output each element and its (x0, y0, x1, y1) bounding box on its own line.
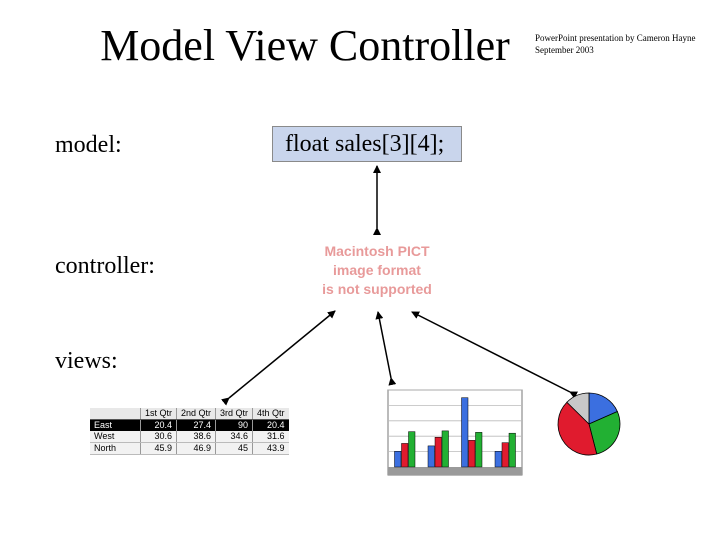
table-cell: 31.6 (252, 431, 289, 443)
pict-line-2: image format (333, 262, 421, 278)
table-cell: 27.4 (176, 419, 216, 431)
controller-table-arrow (221, 310, 336, 406)
controller-image-placeholder: Macintosh PICT image format is not suppo… (306, 242, 448, 299)
controller-pie-arrow (411, 311, 579, 399)
controller-label: controller: (55, 253, 155, 279)
table-cell: 46.9 (176, 442, 216, 455)
table-row-name: North (90, 442, 141, 455)
credit-text: PowerPoint presentation by Cameron Hayne… (535, 32, 715, 56)
bar (508, 432, 516, 468)
model-code-box: float sales[3][4]; (272, 126, 462, 162)
bar (434, 437, 442, 468)
table-cell: 20.4 (139, 419, 177, 431)
bar (441, 430, 449, 468)
table-cell: 38.6 (176, 431, 216, 443)
table-cell: 20.4 (252, 419, 289, 431)
table-row-name: East (90, 419, 141, 431)
credit-author: PowerPoint presentation by Cameron Hayne (535, 33, 696, 43)
bar-chart-view (387, 389, 523, 476)
table-header: 3rd Qtr (215, 408, 253, 420)
table-row: East 20.4 27.4 90 20.4 (90, 419, 289, 431)
pie-slice (557, 401, 598, 456)
table-cell: 30.6 (139, 431, 177, 443)
pict-line-1: Macintosh PICT (324, 243, 430, 259)
pie-slice (588, 410, 621, 455)
pie-chart-view (557, 392, 621, 456)
table-header: 4th Qtr (252, 408, 289, 420)
bar (494, 451, 502, 468)
sales-table-view: 1st Qtr 2nd Qtr 3rd Qtr 4th Qtr East 20.… (90, 408, 289, 455)
pict-line-3: is not supported (322, 281, 432, 297)
slide-title: Model View Controller (100, 21, 510, 70)
table-cell: 45.9 (139, 442, 177, 455)
credit-date: September 2003 (535, 45, 594, 55)
bar (468, 440, 476, 468)
bar-floor (388, 467, 522, 475)
table-corner (90, 408, 141, 420)
table-cell: 45 (215, 442, 253, 455)
bar (461, 397, 469, 468)
table-cell: 43.9 (252, 442, 289, 455)
bar (408, 431, 416, 468)
bar (427, 445, 435, 468)
bar (401, 443, 409, 468)
pie-slice (566, 392, 590, 425)
table-cell: 90 (215, 419, 253, 431)
table-header: 2nd Qtr (176, 408, 216, 420)
controller-bar-arrow (375, 311, 397, 386)
table-header: 1st Qtr (139, 408, 177, 420)
views-label: views: (55, 348, 118, 374)
table-cell: 34.6 (215, 431, 253, 443)
model-label: model: (55, 132, 122, 158)
bar (475, 432, 483, 468)
table-row-name: West (90, 431, 141, 443)
bar (501, 442, 509, 468)
table-row: North 45.9 46.9 45 43.9 (90, 442, 289, 455)
table-row: West 30.6 38.6 34.6 31.6 (90, 431, 289, 443)
bar (394, 451, 402, 468)
